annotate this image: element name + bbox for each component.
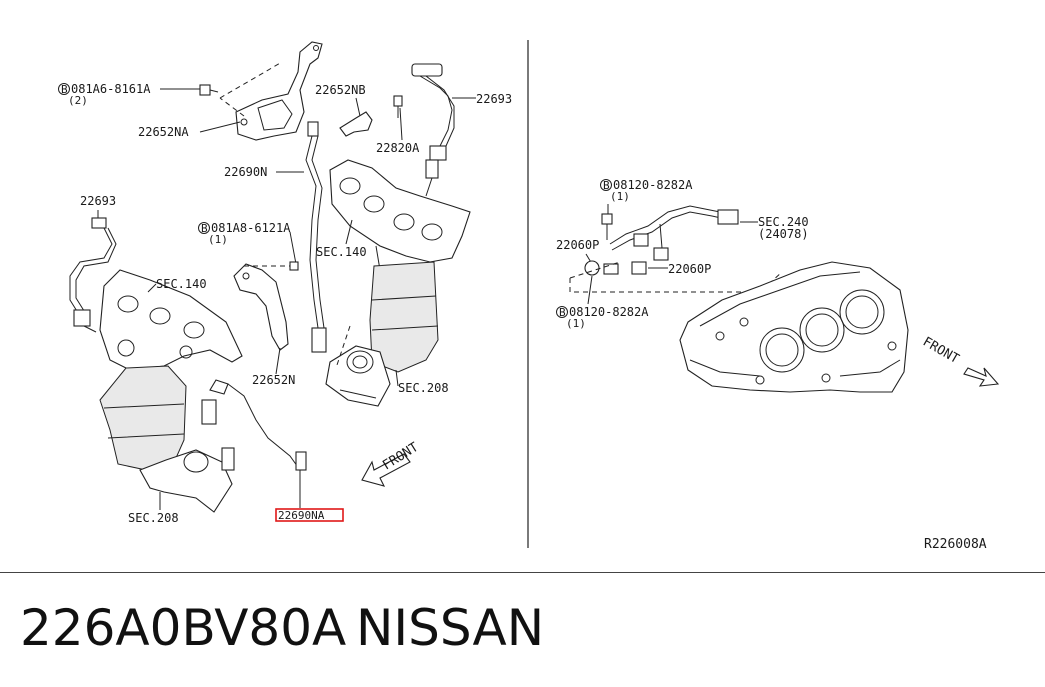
svg-text:B: B <box>201 222 208 235</box>
label-sec240-sub: (24078) <box>758 227 809 241</box>
label-08120-bot-qty: (1) <box>566 317 586 330</box>
label-22693-left: 22693 <box>80 194 116 208</box>
label-22690na: 22690NA <box>278 509 325 522</box>
parts-diagram: B 081A6-8161A (2) 22652NA 22652NB 22820A… <box>58 40 1000 552</box>
bracket-22652nb: 22652NB <box>315 83 403 137</box>
wiring-harness: SEC.240 (24078) <box>609 205 809 261</box>
exhaust-manifold-rear: SEC.140 SEC.208 <box>316 159 471 407</box>
label-08120-top-qty: (1) <box>610 190 630 203</box>
bolt-081a8-callout: B 081A8-6121A (1) <box>198 221 299 271</box>
bolt-08120-bottom-callout: B 08120-8282A (1) <box>556 275 649 330</box>
label-22060p-b: 22060P <box>668 262 711 276</box>
label-22690n: 22690N <box>224 165 267 179</box>
b-marker: B <box>61 83 68 96</box>
label-sec208-lower: SEC.208 <box>128 511 179 525</box>
knock-sensor-group: 22060P 22060P <box>556 238 783 293</box>
label-22060p-a: 22060P <box>556 238 599 252</box>
label-081a8-6121a: 081A8-6121A <box>211 221 291 235</box>
reference-code: R226008A <box>924 537 987 552</box>
label-22652n: 22652N <box>252 373 295 387</box>
label-22652na: 22652NA <box>138 125 189 139</box>
front-arrow-left: FRONT <box>361 440 421 487</box>
brand-name: NISSAN <box>356 599 545 657</box>
front-arrow-right: FRONT <box>920 334 1000 387</box>
part-number: 226A0BV80A <box>20 599 347 657</box>
label-08120-8282a-bottom: 08120-8282A <box>569 305 649 319</box>
label-sec140-upper: SEC.140 <box>316 245 367 259</box>
label-sec240: SEC.240 <box>758 215 809 229</box>
label-front-left: FRONT <box>380 440 421 474</box>
bolt-08120-top-callout: B 08120-8282A (1) <box>600 178 693 240</box>
oxygen-sensor-22690n: 22690N <box>224 121 327 353</box>
bracket-22652n: 22652N <box>233 263 295 387</box>
footer: 226A0BV80A NISSAN <box>0 572 1045 687</box>
oxygen-sensor-left: 22693 <box>69 194 117 333</box>
engine-block <box>679 261 909 393</box>
label-081a8-qty: (1) <box>208 233 228 246</box>
label-sec208-upper: SEC.208 <box>398 381 449 395</box>
label-22652nb: 22652NB <box>315 83 366 97</box>
heat-shield-upper: 22652NA <box>138 41 323 141</box>
oxygen-sensor-22690na: 22690NA <box>275 451 344 522</box>
label-081a6-8161a: 081A6-8161A <box>71 82 151 96</box>
label-front-right: FRONT <box>920 334 962 367</box>
label-22820a: 22820A <box>376 141 420 155</box>
bolt-081a6-callout: B 081A6-8161A (2) <box>58 82 219 107</box>
highlight-box <box>275 508 344 522</box>
label-08120-8282a-top: 08120-8282A <box>613 178 693 192</box>
svg-text:B: B <box>559 306 566 319</box>
oxygen-sensor-right: 22693 <box>411 63 512 197</box>
exhaust-manifold-front: SEC.140 SEC.208 <box>99 269 301 525</box>
svg-text:B: B <box>603 179 610 192</box>
label-sec140-lower: SEC.140 <box>156 277 207 291</box>
label-081a6-qty: (2) <box>68 94 88 107</box>
label-22693-right: 22693 <box>476 92 512 106</box>
